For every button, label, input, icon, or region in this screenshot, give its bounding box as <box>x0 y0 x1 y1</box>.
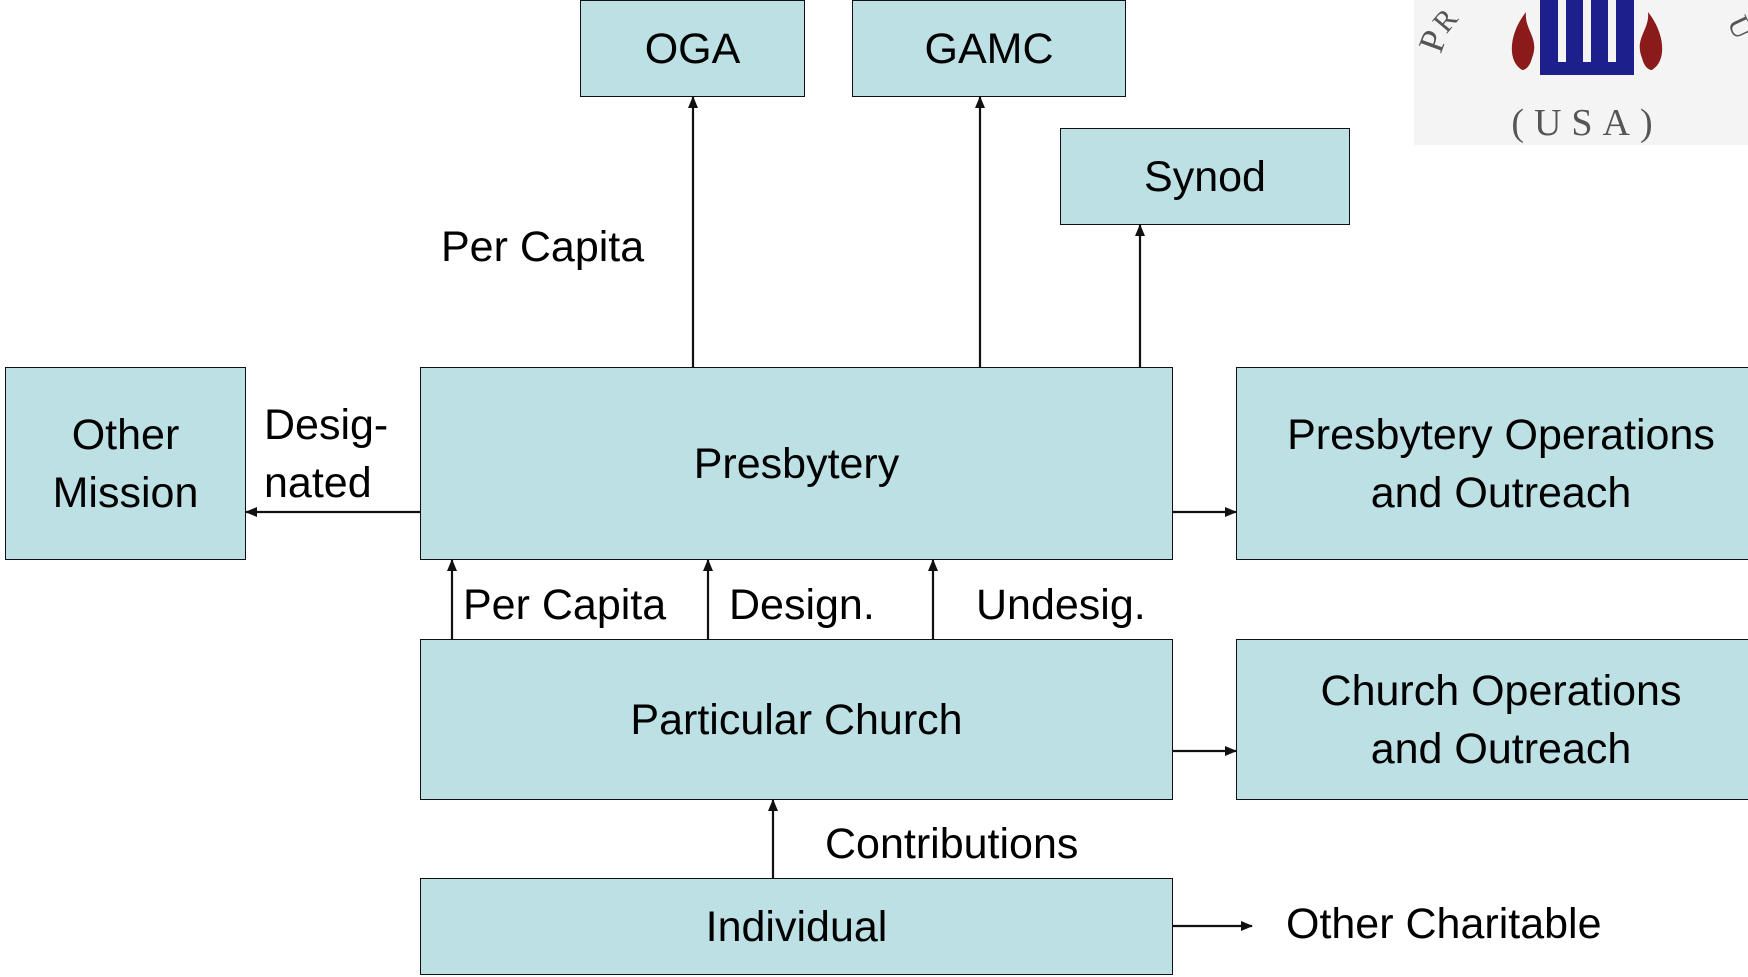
synod-label: Synod <box>1144 152 1266 201</box>
edge-label-design: Design. <box>729 581 875 629</box>
other-mission-label: Other Mission <box>52 410 199 517</box>
church-operations-label: Church Operations and Outreach <box>1320 666 1682 773</box>
edge-label-undesig: Undesig. <box>976 581 1146 629</box>
seal-text: (USA) <box>1511 102 1662 144</box>
presbytery-operations-label: Presbytery Operations and Outreach <box>1287 410 1715 517</box>
individual-box: Individual <box>420 878 1173 975</box>
pcusa-seal-logo: P R U (USA) <box>1414 0 1748 145</box>
synod-box: Synod <box>1060 128 1350 225</box>
oga-box: OGA <box>580 0 805 97</box>
oga-label: OGA <box>644 24 741 73</box>
edge-label-designated: Desig- nated <box>264 401 389 507</box>
presbytery-box: Presbytery <box>420 367 1173 560</box>
other-mission-box: Other Mission <box>5 367 246 560</box>
edge-label-other-charitable: Other Charitable <box>1286 900 1602 948</box>
particular-church-label: Particular Church <box>630 695 963 744</box>
presbytery-operations-box: Presbytery Operations and Outreach <box>1236 367 1748 560</box>
presbytery-label: Presbytery <box>693 439 900 488</box>
edge-label-per-capita-lower: Per Capita <box>463 581 667 629</box>
gamc-box: GAMC <box>852 0 1126 97</box>
particular-church-box: Particular Church <box>420 639 1173 800</box>
edge-label-per-capita-upper: Per Capita <box>441 223 645 271</box>
gamc-label: GAMC <box>924 24 1054 73</box>
edge-label-contributions: Contributions <box>825 820 1079 868</box>
church-operations-box: Church Operations and Outreach <box>1236 639 1748 800</box>
individual-label: Individual <box>705 902 888 951</box>
